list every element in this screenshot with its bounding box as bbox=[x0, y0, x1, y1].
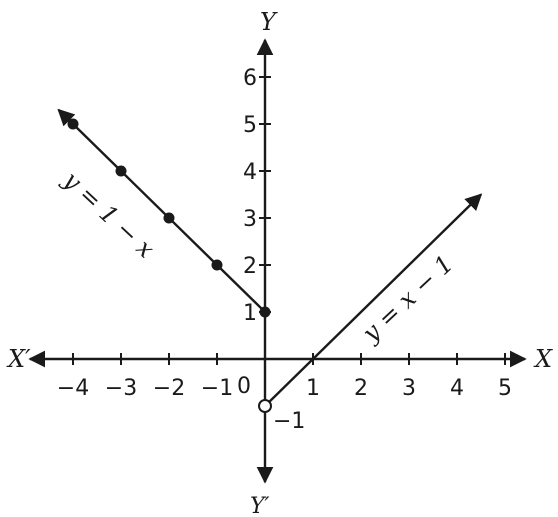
x-tick-label: 3 bbox=[402, 376, 416, 401]
y-tick-label: 6 bbox=[243, 66, 257, 91]
y-tick-label: 5 bbox=[243, 113, 257, 138]
x-pos-axis-label: X bbox=[533, 345, 553, 373]
series-line-y-equals-1-minus-x bbox=[57, 108, 266, 313]
x-neg-axis-label: X′ bbox=[6, 345, 31, 373]
y-neg-tick-label: −1 bbox=[273, 409, 305, 434]
y-tick-label: 1 bbox=[243, 301, 257, 326]
x-tick-label: 1 bbox=[306, 376, 320, 401]
data-point bbox=[67, 118, 79, 130]
y-tick-label: 4 bbox=[243, 160, 257, 185]
series-lines bbox=[57, 108, 483, 407]
y-tick-label: 3 bbox=[243, 207, 257, 232]
data-point bbox=[259, 306, 271, 318]
y-tick-label: 2 bbox=[243, 254, 257, 279]
data-point bbox=[163, 212, 175, 224]
data-point bbox=[211, 259, 223, 271]
x-tick-label: 5 bbox=[498, 376, 512, 401]
x-tick-label: −1 bbox=[201, 376, 233, 401]
open-point bbox=[258, 399, 272, 413]
tick-marks bbox=[72, 76, 506, 365]
x-tick-label: 2 bbox=[354, 376, 368, 401]
data-point bbox=[115, 165, 127, 177]
x-tick-label: −3 bbox=[105, 376, 137, 401]
x-tick-label: −4 bbox=[57, 376, 89, 401]
series-points bbox=[67, 118, 272, 413]
line-label-y-equals-x-minus-1: y = x − 1 bbox=[356, 250, 459, 348]
x-tick-label: −2 bbox=[153, 376, 185, 401]
y-pos-axis-label: Y bbox=[260, 8, 278, 36]
origin-label: 0 bbox=[237, 374, 251, 399]
x-tick-label: 4 bbox=[450, 376, 464, 401]
y-neg-axis-label: Y′ bbox=[250, 494, 270, 517]
line-label-y-equals-1-minus-x: y = 1 − x bbox=[57, 165, 160, 264]
series-line-y-equals-x-minus-1 bbox=[264, 193, 483, 407]
